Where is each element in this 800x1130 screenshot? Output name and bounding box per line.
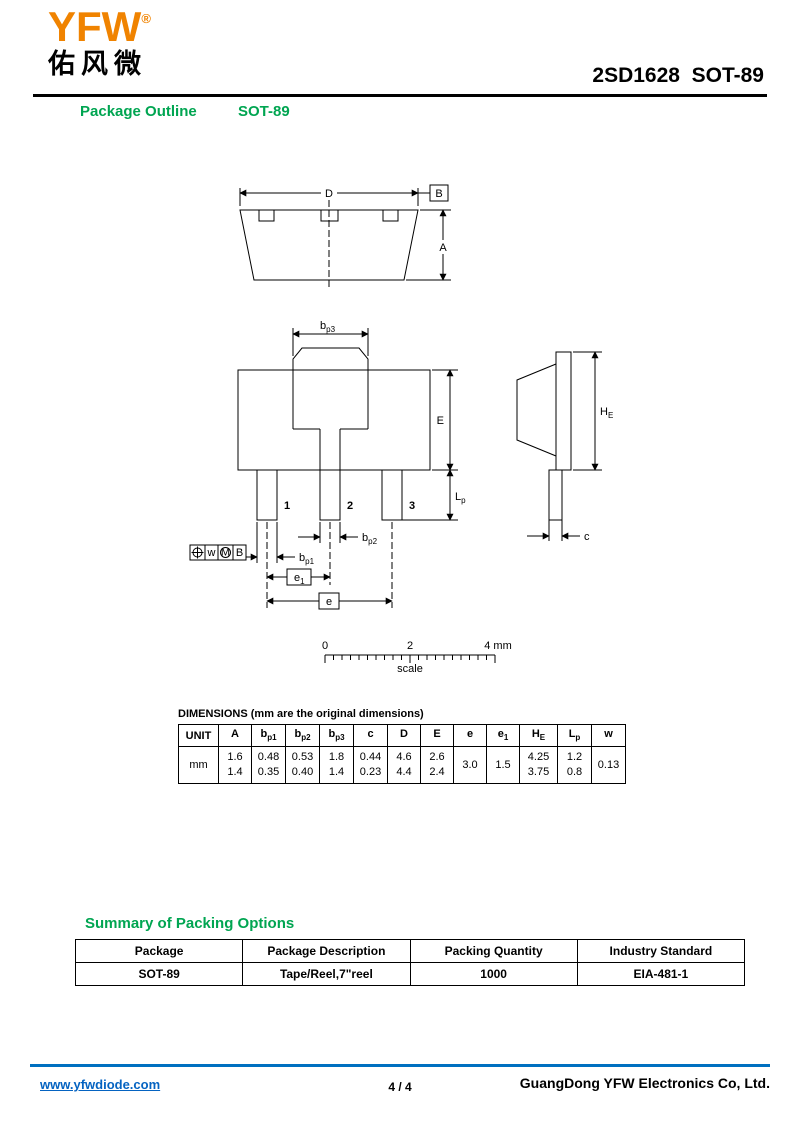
dim-label-he: HE (600, 406, 613, 420)
registered-mark-icon: ® (141, 11, 151, 26)
dim-label-bp2-base: b (362, 532, 368, 544)
footer-divider (30, 1064, 770, 1067)
col-header-e-pitch: e (453, 724, 487, 747)
col-header-bp2: bp2 (285, 724, 320, 747)
dim-label-bp1: bp1 (299, 552, 315, 566)
scale-caption: scale (397, 663, 423, 675)
cell-w: 0.13 (591, 746, 626, 784)
side-view-drawing: HE c (516, 351, 613, 543)
packing-cell-package: SOT-89 (74, 962, 244, 986)
dimensions-caption-note: (mm are the original dimensions) (247, 708, 424, 720)
dimensions-caption-title: DIMENSIONS (178, 708, 248, 720)
dim-label-he-base: H (600, 406, 608, 418)
company-name: GuangDong YFW Electronics Co, Ltd. (519, 1075, 770, 1091)
section-heading-package-name: SOT-89 (238, 103, 290, 120)
m-circle-icon (220, 547, 231, 558)
dim-label-e-pitch: e (326, 596, 332, 608)
doc-title: 2SD1628 SOT-89 (592, 64, 764, 87)
col-header-e1: e1 (486, 724, 520, 747)
scale-tick-4-label: 4 mm (484, 640, 512, 652)
scale-bar: 0 2 4 mm scale (322, 640, 512, 675)
website-link[interactable]: www.yfwdiode.com (40, 1077, 161, 1092)
dim-label-bp1-sub: p1 (305, 557, 314, 566)
scale-tick-2-label: 2 (407, 640, 413, 652)
dim-label-bp1-base: b (299, 552, 305, 564)
yfw-logo: YFW® (48, 6, 151, 48)
dimensions-table-caption: DIMENSIONS (mm are the original dimensio… (178, 708, 424, 720)
packing-cell-description: Tape/Reel,7"reel (242, 962, 411, 986)
packing-cell-quantity: 1000 (409, 962, 578, 986)
packing-col-standard: Industry Standard (576, 939, 746, 963)
dimensions-table: UNIT A bp1 bp2 bp3 c D E e e1 HE Lp w mm… (178, 724, 626, 784)
pin-1-label: 1 (284, 500, 290, 512)
dim-label-lp-sub: p (461, 496, 466, 505)
col-header-a: A (218, 724, 252, 747)
scale-tick-0-label: 0 (322, 640, 328, 652)
packing-cell-standard: EIA-481-1 (576, 962, 746, 986)
dim-label-bp2-sub: p2 (368, 537, 377, 546)
packing-col-quantity: Packing Quantity (409, 939, 578, 963)
col-header-unit: UNIT (178, 724, 219, 747)
packing-options-heading: Summary of Packing Options (85, 915, 295, 932)
col-header-w: w (591, 724, 626, 747)
dim-label-bp3: bp3 (320, 320, 336, 334)
logo-chinese-text: 佑风微 (48, 49, 147, 79)
header-divider (33, 94, 767, 97)
dim-label-bp2: bp2 (362, 532, 378, 546)
section-heading-package-outline: Package Outline (80, 103, 197, 120)
dim-label-d: D (325, 188, 333, 200)
packing-data-row: SOT-89 Tape/Reel,7"reel 1000 EIA-481-1 (74, 962, 746, 986)
col-header-lp: Lp (557, 724, 592, 747)
col-header-d: D (387, 724, 421, 747)
cell-unit: mm (178, 746, 219, 784)
dim-label-a: A (439, 242, 447, 254)
col-header-he: HE (519, 724, 558, 747)
fcf-m-label: M (221, 547, 230, 559)
fcf-w-label: w (207, 547, 216, 559)
dim-label-he-sub: E (608, 411, 613, 420)
pin-2-label: 2 (347, 500, 353, 512)
dimensions-header-row: UNIT A bp1 bp2 bp3 c D E e e1 HE Lp w (178, 724, 626, 747)
position-tolerance-icon (191, 546, 204, 559)
col-header-bp3: bp3 (319, 724, 354, 747)
package-outline-drawing: D B A (189, 184, 613, 675)
logo-text: YFW (48, 3, 142, 50)
cell-e1: 1.5 (486, 746, 520, 784)
dim-label-c: c (584, 531, 590, 543)
col-header-e-height: E (420, 724, 454, 747)
page-number: 4 / 4 (388, 1080, 412, 1094)
pin-3-label: 3 (409, 500, 415, 512)
packing-col-description: Package Description (242, 939, 411, 963)
fcf-b-label: B (236, 547, 243, 559)
packing-col-package: Package (74, 939, 244, 963)
col-header-bp1: bp1 (251, 724, 286, 747)
packing-header-row: Package Package Description Packing Quan… (74, 939, 746, 963)
dim-label-e1-sub: 1 (300, 577, 305, 586)
packing-options-table: Package Package Description Packing Quan… (74, 939, 746, 986)
cell-e-pitch: 3.0 (453, 746, 487, 784)
dim-label-lp-base: L (455, 491, 461, 503)
dim-label-bp3-base: b (320, 320, 326, 332)
dim-label-e1: e1 (294, 572, 305, 586)
dim-label-e1-base: e (294, 572, 300, 584)
front-view-drawing: w M B bp3 E Lp 1 2 3 bp2 b (189, 320, 466, 610)
top-view-drawing: D B A (239, 184, 451, 290)
dim-label-e-height: E (437, 415, 444, 427)
dim-label-bp3-sub: p3 (326, 325, 335, 334)
datum-label-b: B (435, 188, 442, 200)
dim-label-lp: Lp (455, 491, 466, 505)
col-header-c: c (353, 724, 388, 747)
datum-feature-control-frame: w M B (189, 544, 247, 561)
